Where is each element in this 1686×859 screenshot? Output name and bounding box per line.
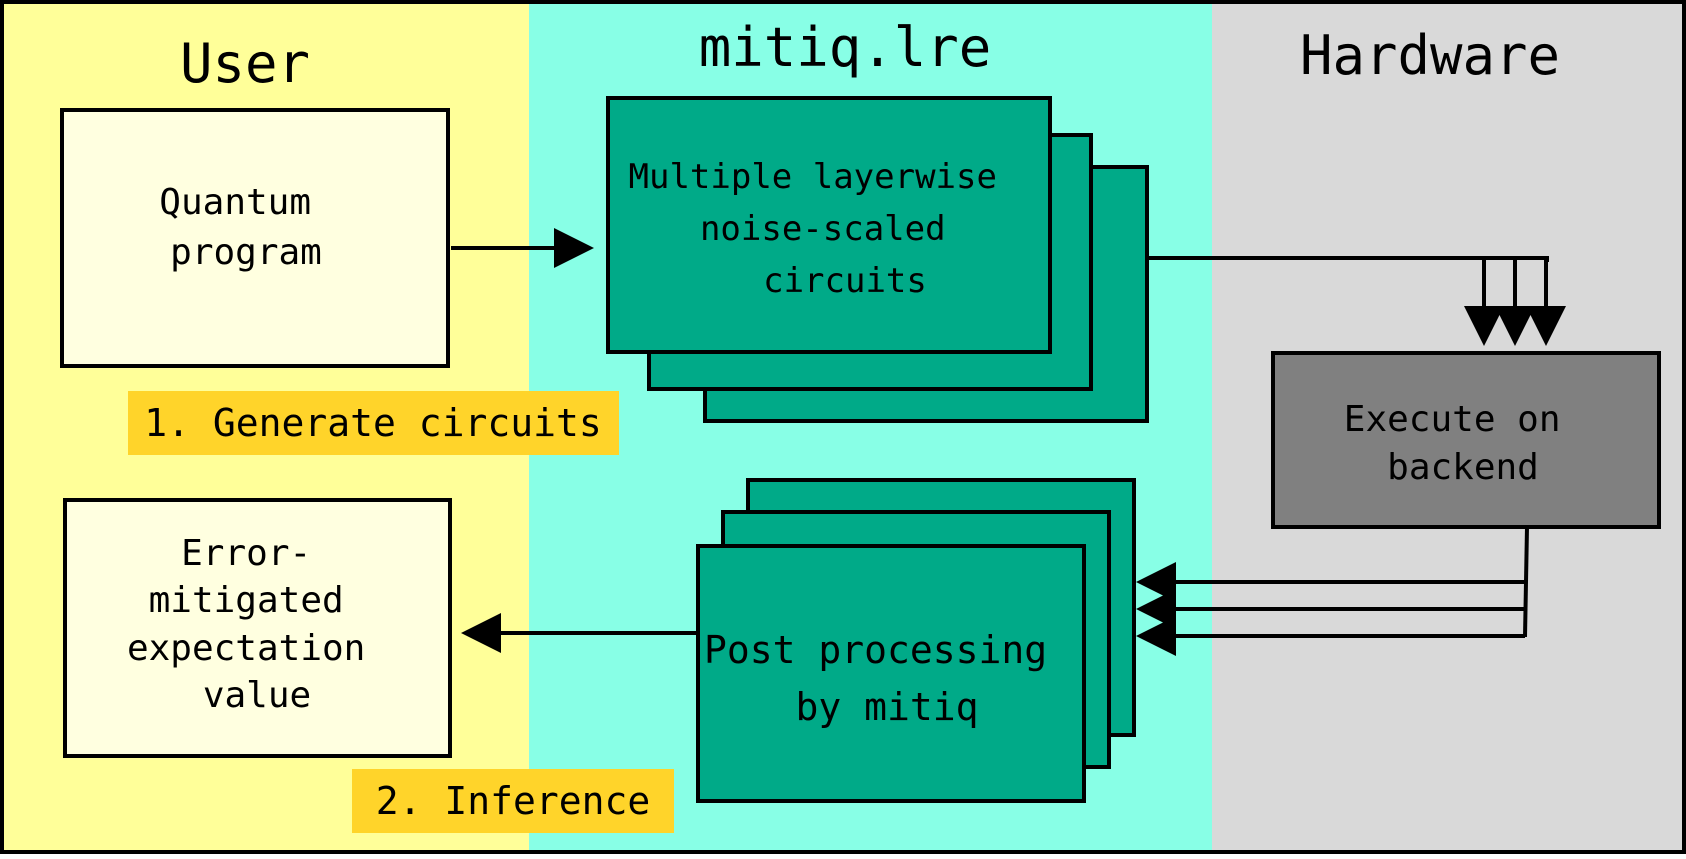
lre-column-title: mitiq.lre xyxy=(699,16,992,79)
inference-step-highlight xyxy=(352,769,674,833)
result-label: Error- mitigated expectation value xyxy=(127,533,387,716)
quantum-program-box xyxy=(60,108,450,368)
inference-step-label: 2. Inference xyxy=(376,779,651,823)
execute-backend-label: Execute on backend xyxy=(1344,399,1582,488)
generate-step-label: 1. Generate circuits xyxy=(144,401,602,445)
hardware-column-title: Hardware xyxy=(1300,24,1560,87)
noise-scaled-circuits-label: Multiple layerwise noise-scaled circuits xyxy=(629,157,1018,301)
execute-backend-box xyxy=(1271,351,1661,529)
post-processing-card-front xyxy=(696,544,1086,803)
generate-step-highlight xyxy=(128,391,619,455)
result-box xyxy=(63,498,452,758)
post-processing-label: Post processing by mitiq xyxy=(704,628,1070,729)
quantum-program-label: Quantum program xyxy=(159,182,332,273)
noise-circuit-card-front xyxy=(606,96,1052,354)
user-column-title: User xyxy=(180,32,310,95)
backend-output-connector xyxy=(1523,526,1529,638)
